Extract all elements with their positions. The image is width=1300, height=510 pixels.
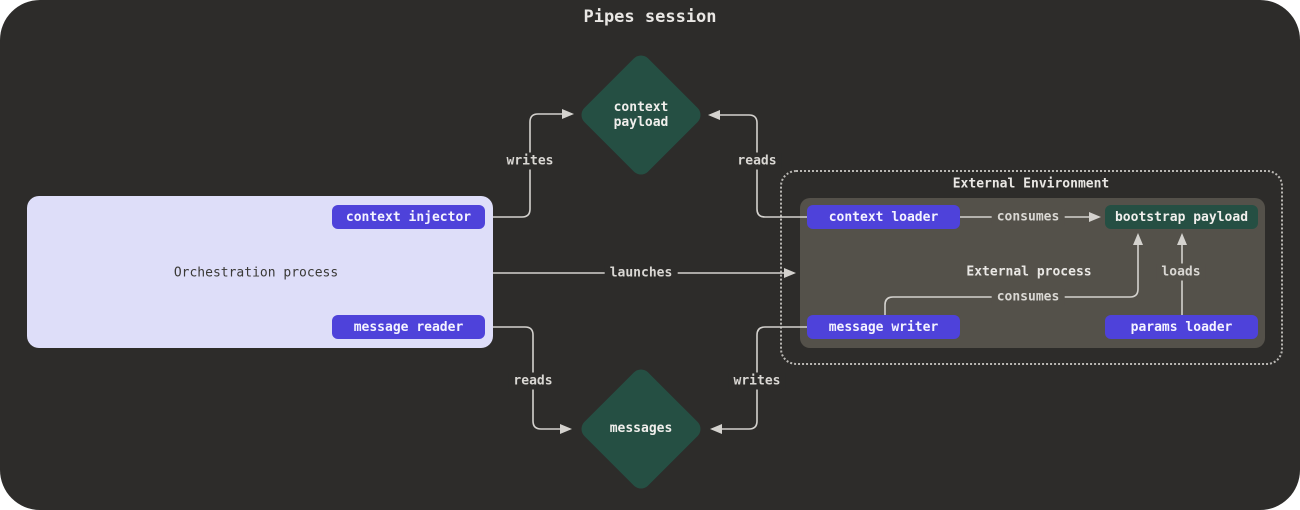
- message-reader-node: message reader: [332, 315, 485, 339]
- message-writer-node: message writer: [807, 315, 960, 339]
- external-process-label: External process: [966, 264, 1092, 280]
- edge-label-reads-bottom: reads: [508, 372, 558, 390]
- external-environment-label: External Environment: [952, 176, 1110, 192]
- diagram-title: Pipes session: [583, 7, 717, 27]
- edge-label-writes-top: writes: [501, 152, 559, 170]
- edge-label-reads-top: reads: [732, 152, 782, 170]
- context-payload-label-line2: payload: [613, 115, 669, 130]
- external-environment-box: [780, 170, 1283, 365]
- edge-label-loads: loads: [1156, 263, 1206, 281]
- edge-label-launches: launches: [604, 264, 678, 282]
- orchestration-process-label: Orchestration process: [173, 265, 339, 281]
- context-injector-node: context injector: [332, 205, 485, 229]
- bootstrap-payload-node: bootstrap payload: [1105, 205, 1258, 229]
- params-loader-node: params loader: [1105, 315, 1258, 339]
- edge-label-consumes-top: consumes: [991, 208, 1065, 226]
- context-loader-node: context loader: [807, 205, 960, 229]
- edge-label-consumes-bottom: consumes: [991, 288, 1065, 306]
- context-payload-label-line1: context: [613, 100, 669, 115]
- edge-label-writes-bottom: writes: [728, 372, 786, 390]
- messages-label: messages: [609, 421, 673, 436]
